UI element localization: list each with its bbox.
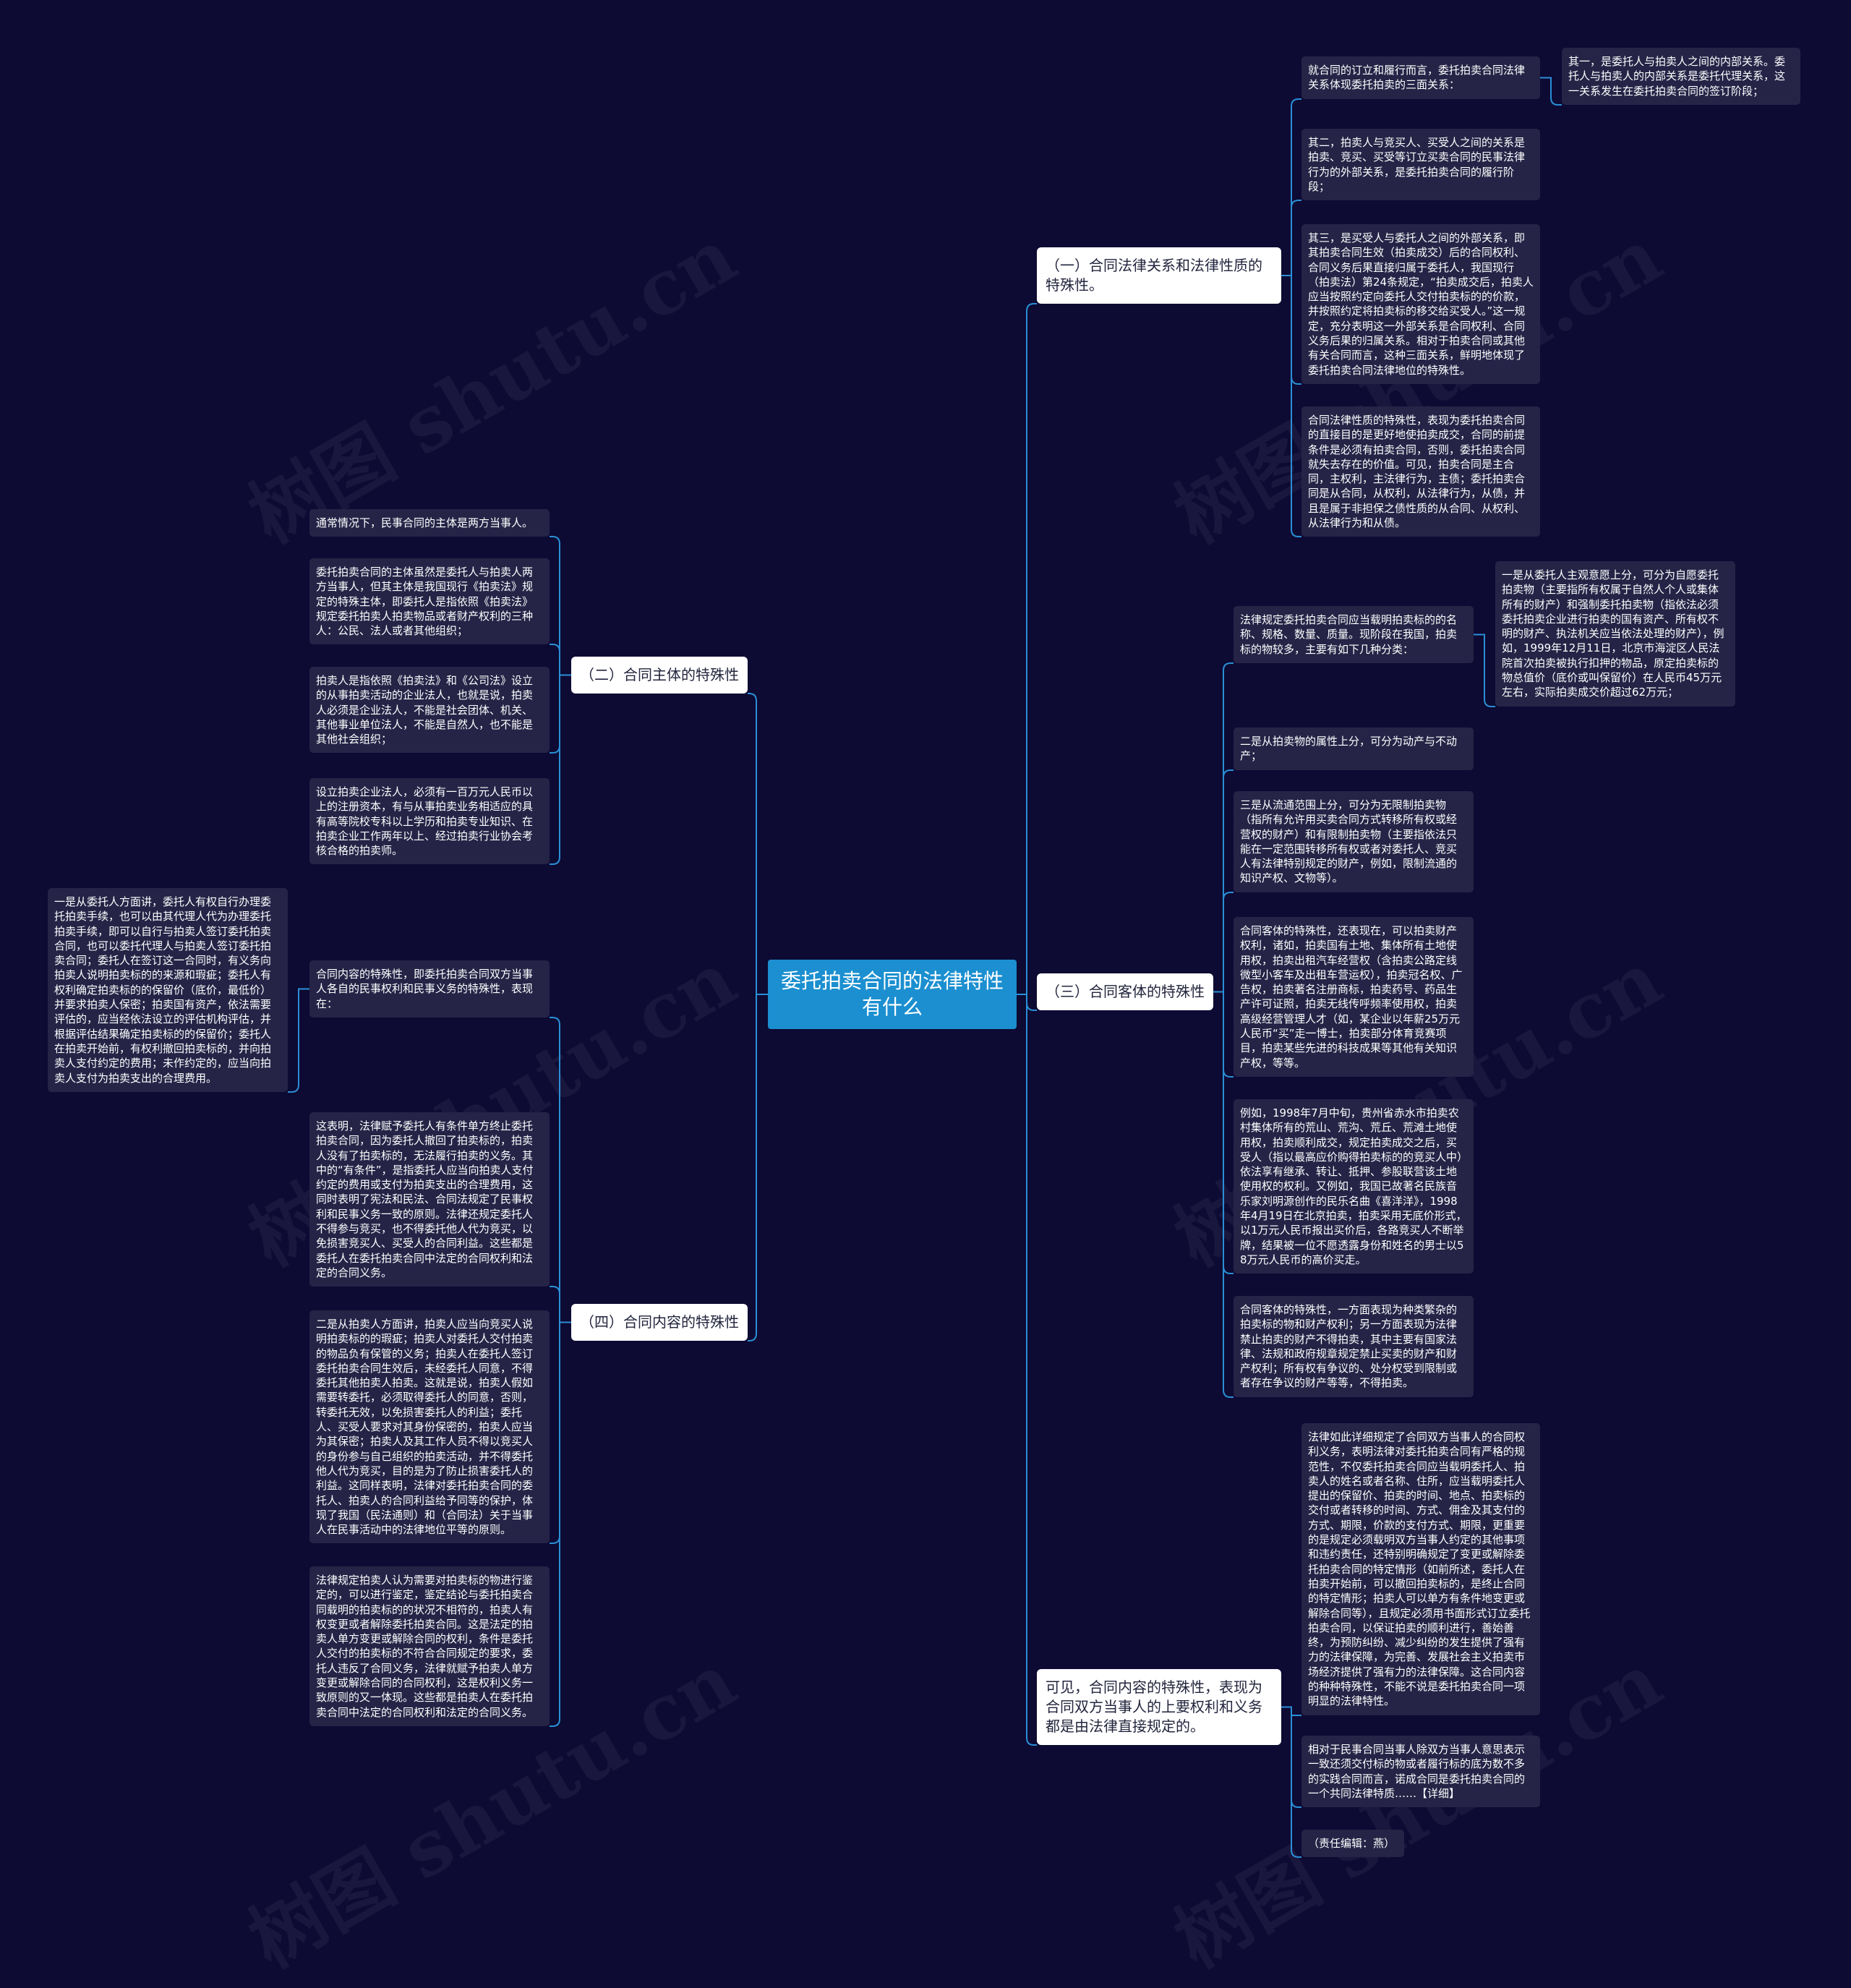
leaf-content-intro[interactable]: 合同内容的特殊性，即委托拍卖合同双方当事人各自的民事权利和民事义务的特殊性，表现… [309, 960, 550, 1018]
connector [1213, 991, 1234, 1398]
leaf-external-relation[interactable]: 其二，拍卖人与竞买人、买受人之间的关系是拍卖、竞买、买受等订立买卖合同的民事法律… [1301, 129, 1540, 201]
connector [1540, 77, 1562, 106]
connector [288, 988, 309, 1093]
branch-contract-subject[interactable]: （二）合同主体的特殊性 [571, 657, 748, 694]
branch-contract-object[interactable]: （三）合同客体的特殊性 [1037, 973, 1213, 1010]
connector [1213, 662, 1234, 993]
leaf-unilateral-termination[interactable]: 这表明，法律赋予委托人有条件单方终止委托拍卖合同，因为委托人撤回了拍卖标的，拍卖… [309, 1112, 550, 1287]
root-topic[interactable]: 委托拍卖合同的法律特性有什么 [768, 960, 1017, 1029]
connector [550, 1286, 571, 1323]
connector [550, 674, 571, 865]
connector [748, 693, 768, 995]
connector [1281, 200, 1301, 276]
leaf-voluntary-compulsory[interactable]: 一是从委托人主观意愿上分，可分为自愿委托拍卖物（主要指所有权属于自然人个人或集体… [1495, 561, 1735, 707]
connector [1281, 275, 1301, 537]
branch-conclusion[interactable]: 可见，合同内容的特殊性，表现为合同双方当事人的上要权利和义务都是由法律直接规定的… [1037, 1669, 1281, 1745]
branch-contract-content[interactable]: （四）合同内容的特殊性 [571, 1304, 748, 1341]
leaf-principal[interactable]: 委托拍卖合同的主体虽然是委托人与拍卖人两方当事人，但其主体是我国现行《拍卖法》规… [309, 558, 550, 645]
leaf-prohibited-items[interactable]: 合同客体的特殊性，一方面表现为种类繁杂的拍卖标的物和财产权利；另一方面表现为法律… [1234, 1296, 1474, 1397]
leaf-strict-regulation[interactable]: 法律如此详细规定了合同双方当事人的合同权利义务，表明法律对委托拍卖合同有严格的规… [1301, 1423, 1540, 1715]
leaf-three-relations[interactable]: 就合同的订立和履行而言，委托拍卖合同法律关系体现委托拍卖的三面关系： [1301, 56, 1540, 99]
leaf-principal-rights[interactable]: 一是从委托人方面讲，委托人有权自行办理委托拍卖手续，也可以由其代理人代为办理委托… [48, 888, 288, 1092]
leaf-legal-nature[interactable]: 合同法律性质的特殊性，表现为委托拍卖合同的直接目的是更好地使拍卖成交，合同的前提… [1301, 406, 1540, 537]
leaf-consensual-contract[interactable]: 相对于民事合同当事人除双方当事人意思表示一致还须交付标的物或者履行标的底为数不多… [1301, 1736, 1540, 1808]
leaf-capital-requirement[interactable]: 设立拍卖企业法人，必须有一百万元人民币以上的注册资本，有与从事拍卖业务相适应的具… [309, 778, 550, 865]
connector [1213, 769, 1234, 993]
leaf-two-parties[interactable]: 通常情况下，民事合同的主体是两方当事人。 [309, 509, 550, 537]
leaf-internal-relation[interactable]: 其一，是委托人与拍卖人之间的内部关系。委托人与拍卖人的内部关系是委托代理关系，这… [1562, 48, 1800, 105]
connector [550, 1321, 571, 1727]
leaf-object-classification[interactable]: 法律规定委托拍卖合同应当载明拍卖标的的名称、规格、数量、质量。现阶段在我国，拍卖… [1234, 606, 1474, 663]
connector [550, 536, 571, 676]
connector [748, 994, 768, 1341]
connector [1213, 892, 1234, 993]
connector [1281, 1706, 1301, 1858]
branch-legal-relationship[interactable]: （一）合同法律关系和法律性质的特殊性。 [1037, 247, 1281, 304]
leaf-result-attribution[interactable]: 其三，是买受人与委托人之间的外部关系，即其拍卖合同生效（拍卖成交）后的合同权利、… [1301, 224, 1540, 384]
connector [550, 644, 571, 676]
connector [1017, 994, 1037, 1746]
leaf-examples[interactable]: 例如，1998年7月中旬，贵州省赤水市拍卖农村集体所有的荒山、荒沟、荒丘、荒滩土… [1234, 1099, 1474, 1274]
leaf-circulation-scope[interactable]: 三是从流通范围上分，可分为无限制拍卖物（指所有允许用买卖合同方式转移所有权或经营… [1234, 791, 1474, 892]
leaf-editor-credit[interactable]: （责任编辑：燕） [1301, 1830, 1404, 1858]
leaf-property-rights[interactable]: 合同客体的特殊性，还表现在，可以拍卖财产权利，诸如，拍卖国有土地、集体所有土地使… [1234, 917, 1474, 1077]
connector [1017, 303, 1037, 995]
connector [550, 1017, 571, 1323]
leaf-auctioneer-duties[interactable]: 二是从拍卖人方面讲，拍卖人应当向竞买人说明拍卖标的的瑕疵；拍卖人对委托人交付拍卖… [309, 1310, 550, 1544]
leaf-appraisal[interactable]: 法律规定拍卖人认为需要对拍卖标的物进行鉴定的，可以进行鉴定，鉴定结论与委托拍卖合… [309, 1566, 550, 1726]
connector [1281, 98, 1301, 276]
connector-lines [288, 77, 1562, 1858]
leaf-movable-immovable[interactable]: 二是从拍卖物的属性上分，可分为动产与不动产； [1234, 728, 1474, 770]
connector [1474, 633, 1495, 707]
leaf-auctioneer[interactable]: 拍卖人是指依照《拍卖法》和《公司法》设立的从事拍卖活动的企业法人，也就是说，拍卖… [309, 667, 550, 754]
